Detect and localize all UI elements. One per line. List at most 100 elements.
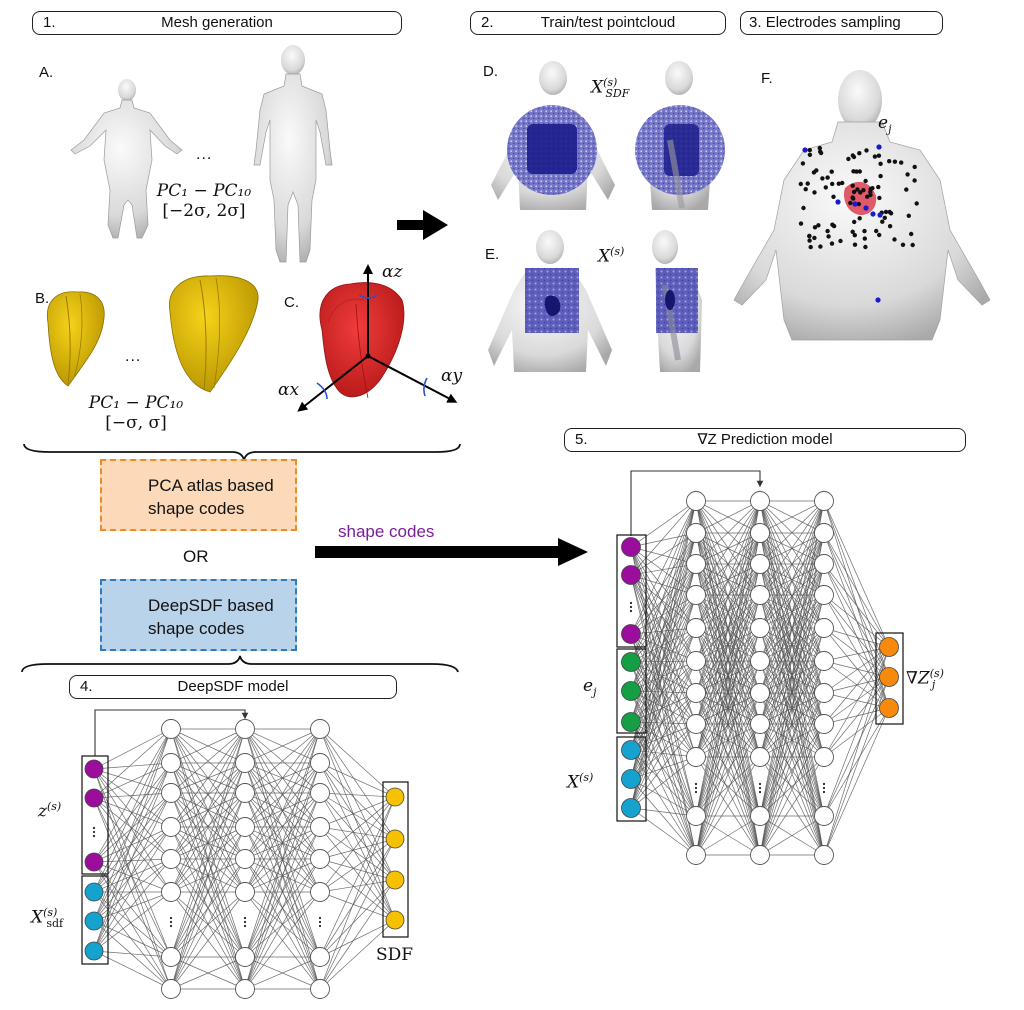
network-edge — [759, 532, 825, 817]
panel-b-pc-range: PC₁ − PC₁₀ [−σ, σ] — [80, 393, 192, 433]
section-number: 1. — [43, 14, 56, 31]
network-edge — [823, 646, 890, 856]
network-edge — [93, 728, 172, 893]
network-edge — [244, 728, 321, 860]
ellipsis-dot — [92, 834, 96, 838]
input-node — [621, 537, 641, 557]
network-edge — [630, 692, 697, 723]
ej-input-label: ej — [583, 676, 596, 698]
network-edge — [759, 500, 825, 629]
electrode-dot-highlight — [870, 211, 876, 217]
panel-a-male-body — [253, 45, 333, 263]
network-edge — [93, 891, 172, 922]
electrode-dot — [838, 238, 843, 244]
network-edge — [630, 627, 697, 635]
panel-b-heart-small — [46, 291, 105, 387]
network-edge — [93, 728, 172, 799]
network-edge — [319, 838, 396, 990]
network-edge — [630, 627, 697, 663]
electrode-dot — [872, 154, 878, 159]
electrode-dot — [825, 175, 830, 180]
network-edge — [93, 768, 172, 893]
network-edge — [319, 826, 396, 881]
electrode-dot — [887, 224, 893, 229]
electrode-dot-highlight — [875, 297, 881, 303]
hidden-node — [814, 618, 834, 638]
network-edge — [170, 728, 246, 828]
network-edge — [93, 797, 172, 893]
network-edge — [630, 723, 697, 780]
hidden-node — [750, 523, 770, 543]
electrode-dot — [852, 233, 857, 238]
input-group-box — [875, 632, 904, 725]
network-edge — [695, 627, 761, 856]
network-edge — [759, 594, 825, 817]
network-edge — [630, 660, 697, 663]
section-5-header: 5. ∇Z Prediction model — [564, 428, 966, 452]
network-edge — [244, 858, 321, 990]
hidden-node — [235, 947, 255, 967]
network-edge — [759, 500, 825, 534]
hidden-node — [750, 845, 770, 865]
network-edge — [823, 563, 890, 648]
network-edge — [823, 563, 890, 678]
electrode-dot — [878, 173, 883, 179]
network-edge — [630, 500, 697, 809]
hidden-node — [161, 979, 181, 999]
network-edge — [93, 728, 172, 863]
axis-x-label: αx — [278, 380, 300, 400]
network-edge — [630, 594, 697, 635]
network-edge — [319, 838, 396, 893]
hidden-node — [814, 491, 834, 511]
hidden-node — [814, 651, 834, 671]
network-edge — [695, 500, 761, 596]
network-edge — [759, 660, 825, 856]
superscript: (s) — [603, 76, 618, 89]
section-title: Electrodes sampling — [765, 14, 901, 31]
network-edge — [244, 762, 321, 990]
network-edge — [630, 563, 697, 723]
hidden-node — [310, 783, 330, 803]
ellipsis-dot — [169, 916, 173, 920]
electrode-dot — [820, 176, 825, 181]
shape-codes-arrow — [315, 538, 588, 566]
output-node — [879, 637, 899, 657]
network-edge — [93, 762, 172, 922]
network-edge — [759, 723, 825, 856]
electrode-dot — [846, 156, 851, 162]
network-edge — [244, 762, 321, 828]
network-edge — [759, 532, 825, 856]
network-edge — [93, 891, 172, 952]
input-node — [621, 624, 641, 644]
output-node — [385, 910, 405, 930]
hidden-node — [161, 947, 181, 967]
ellipsis-dot — [318, 924, 322, 928]
electrode-dot — [870, 186, 875, 191]
input-node — [621, 652, 641, 672]
output-node — [385, 787, 405, 807]
hidden-node — [814, 845, 834, 865]
network-edge — [93, 768, 172, 958]
network-edge — [630, 721, 697, 758]
network-edge — [823, 627, 890, 678]
sdf-output-label: SDF — [376, 945, 414, 965]
deepsdf-network — [81, 709, 409, 999]
network-edge — [695, 500, 761, 534]
network-edge — [759, 500, 825, 817]
network-edge — [630, 574, 697, 629]
input-node — [621, 565, 641, 585]
electrode-dot — [803, 187, 808, 192]
network-edge — [759, 500, 825, 725]
network-edge — [695, 660, 761, 817]
network-edge — [630, 661, 697, 758]
network-edge — [244, 891, 321, 990]
subscript: j — [888, 122, 892, 136]
electrode-dot — [825, 228, 830, 234]
network-edge — [823, 646, 890, 694]
box-line-2: shape codes — [148, 499, 245, 518]
network-edge — [759, 660, 825, 817]
electrode-dot — [906, 213, 911, 218]
hidden-node — [310, 817, 330, 837]
network-edge — [695, 500, 761, 725]
panel-a-label: A. — [39, 64, 54, 81]
